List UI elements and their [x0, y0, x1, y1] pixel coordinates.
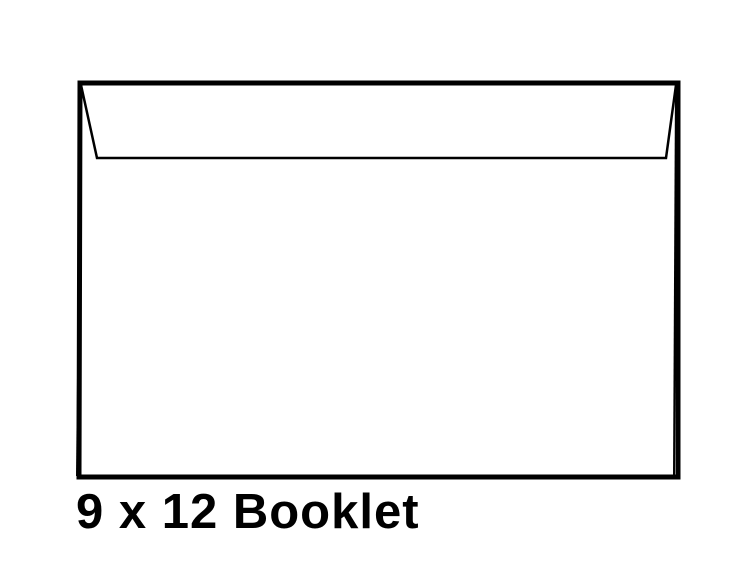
envelope-left-inner-edge: [76, 84, 82, 477]
envelope-size-label: 9 x 12 Booklet: [76, 485, 420, 539]
envelope-flap: [79, 84, 678, 160]
envelope-body: [76, 80, 681, 480]
envelope-right-inner-edge: [673, 84, 677, 477]
envelope-outline: [76, 80, 681, 480]
